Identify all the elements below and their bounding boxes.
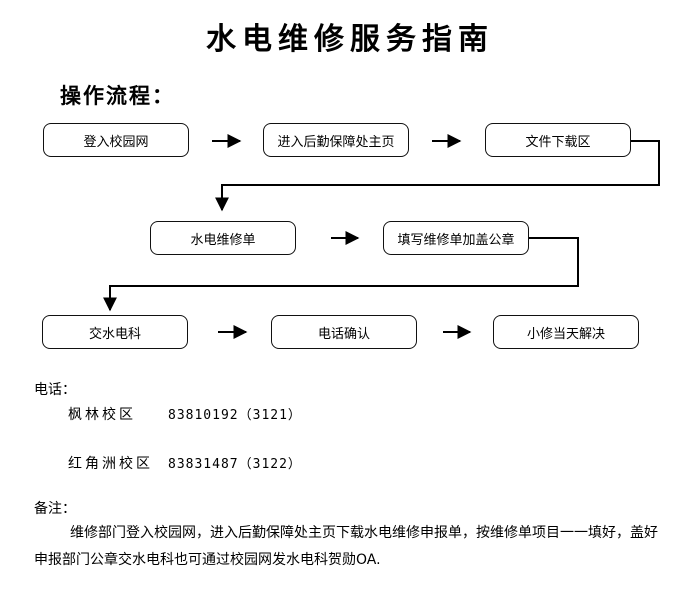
arrow-step5-step6 [103, 237, 579, 312]
phone-number: 83810192（3121） [168, 408, 302, 423]
flow-step-phone-confirm: 电话确认 [271, 315, 417, 349]
flow-step-repair-form: 水电维修单 [150, 221, 296, 255]
contact-entry: 红角洲校区 83831487（3122） [68, 453, 302, 473]
flow-step-submit: 交水电科 [42, 315, 188, 349]
note-label: 备注： [34, 501, 76, 517]
flow-step-login: 登入校园网 [43, 123, 189, 157]
flow-step-download-area: 文件下载区 [485, 123, 631, 157]
flow-step-fill-form-stamp: 填写维修单加盖公章 [383, 221, 529, 255]
flow-step-same-day-repair: 小修当天解决 [493, 315, 639, 349]
campus-name: 红角洲校区 [68, 456, 153, 472]
section-heading: 操作流程： [60, 84, 175, 108]
page-title: 水电维修服务指南 [206, 22, 494, 57]
contact-label: 电话： [34, 382, 76, 398]
arrow-step3-step4 [215, 140, 660, 212]
note-text: 维修部门登入校园网，进入后勤保障处主页下载水电维修申报单，按维修单项目一一填好，… [34, 525, 658, 568]
flow-step-logistics-homepage: 进入后勤保障处主页 [263, 123, 409, 157]
contact-entry: 枫林校区 83810192（3121） [68, 404, 302, 424]
campus-name: 枫林校区 [68, 407, 136, 423]
phone-number: 83831487（3122） [168, 457, 302, 472]
flow-connectors [103, 134, 660, 339]
